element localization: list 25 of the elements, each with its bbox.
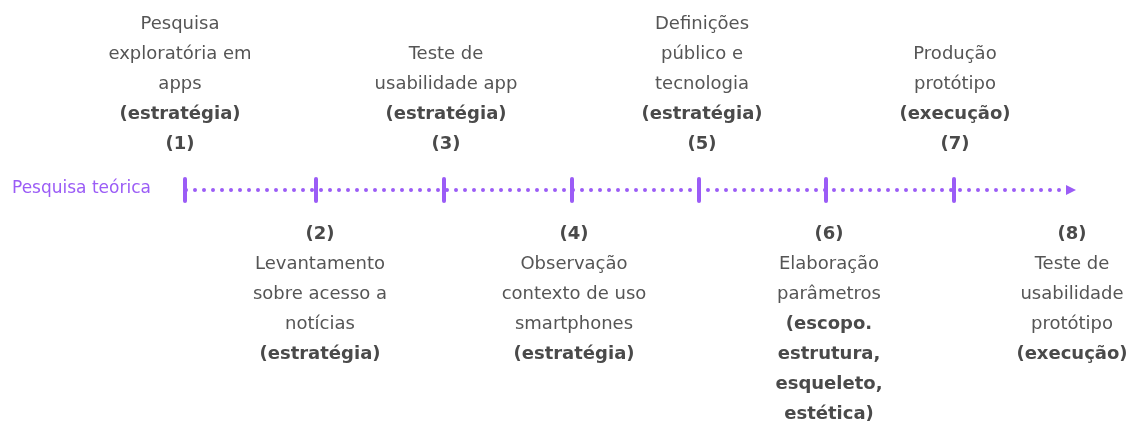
phase-label: (estratégia) bbox=[512, 341, 636, 365]
step-number: (2) bbox=[305, 221, 335, 245]
step-description: Elaboração parâmetros bbox=[776, 251, 882, 305]
step-number: (7) bbox=[940, 131, 970, 155]
phase-label: (escopo. estrutura, esqueleto, estética) bbox=[774, 311, 884, 421]
step-number: (6) bbox=[814, 221, 844, 245]
phase-label: (estratégia) bbox=[258, 341, 382, 365]
step-number: (4) bbox=[559, 221, 589, 245]
phase-label: (execução) bbox=[898, 101, 1012, 125]
step-description: Teste de usabilidade app bbox=[373, 41, 519, 95]
step-description: Teste de usabilidade protótipo bbox=[1019, 251, 1125, 335]
phase-label: (estratégia) bbox=[640, 101, 764, 125]
step-description: Definições público e tecnologia bbox=[653, 11, 750, 95]
timeline-start-label: Pesquisa teórica bbox=[12, 177, 151, 197]
step-description: Produção protótipo bbox=[912, 41, 998, 95]
phase-label: (estratégia) bbox=[384, 101, 508, 125]
step-number: (3) bbox=[431, 131, 461, 155]
step-number: (8) bbox=[1057, 221, 1087, 245]
step-description: Pesquisa exploratória em apps bbox=[107, 11, 253, 95]
step-number: (1) bbox=[165, 131, 195, 155]
step-description: Observação contexto de uso smartphones bbox=[500, 251, 648, 335]
step-description: Levantamento sobre acesso a notícias bbox=[251, 251, 389, 335]
step-number: (5) bbox=[687, 131, 717, 155]
phase-label: (estratégia) bbox=[118, 101, 242, 125]
phase-label: (execução) bbox=[1015, 341, 1129, 365]
